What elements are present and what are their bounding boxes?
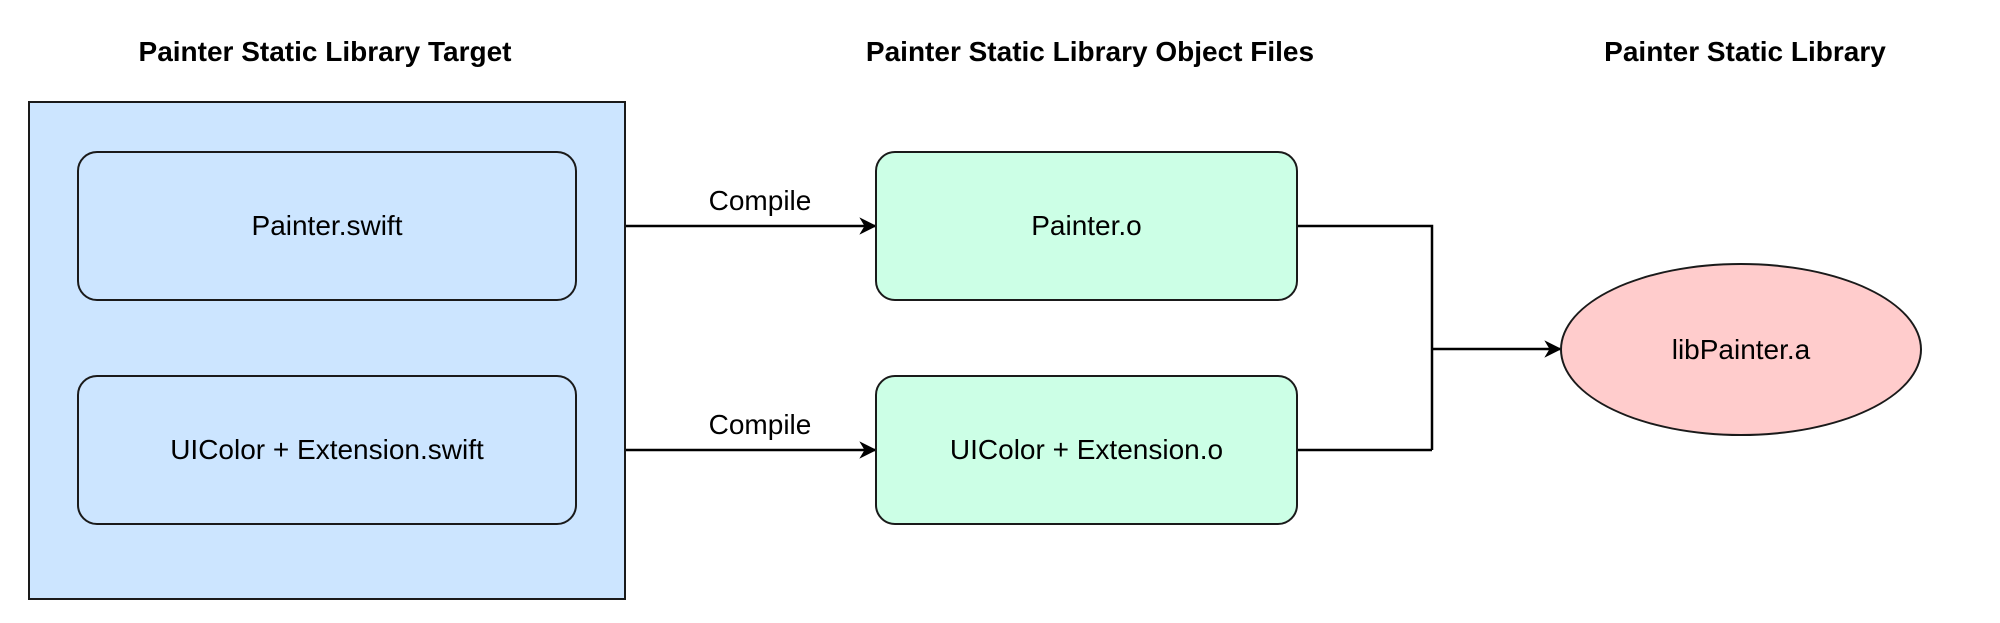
library-node-libpainter[interactable]: libPainter.a [1560, 263, 1922, 436]
object-node-painter-o[interactable]: Painter.o [875, 151, 1298, 301]
source-node-uicolor-extension-swift[interactable]: UIColor + Extension.swift [77, 375, 577, 525]
heading-library: Painter Static Library [1604, 36, 1886, 67]
object-label: UIColor + Extension.o [949, 434, 1224, 465]
object-label: Painter.o [1031, 210, 1142, 241]
compile-label-painter: Compile [708, 185, 812, 216]
heading-target: Painter Static Library Target [138, 36, 512, 67]
source-node-painter-swift[interactable]: Painter.swift [77, 151, 577, 301]
compile-label-uicolor: Compile [708, 409, 812, 440]
source-label: UIColor + Extension.swift [170, 434, 484, 465]
link-line-painter-o [1298, 224, 1434, 450]
object-node-uicolor-extension-o[interactable]: UIColor + Extension.o [875, 375, 1298, 525]
heading-object-files: Painter Static Library Object Files [865, 36, 1315, 67]
source-label: Painter.swift [251, 210, 403, 241]
library-label: libPainter.a [1671, 333, 1811, 365]
